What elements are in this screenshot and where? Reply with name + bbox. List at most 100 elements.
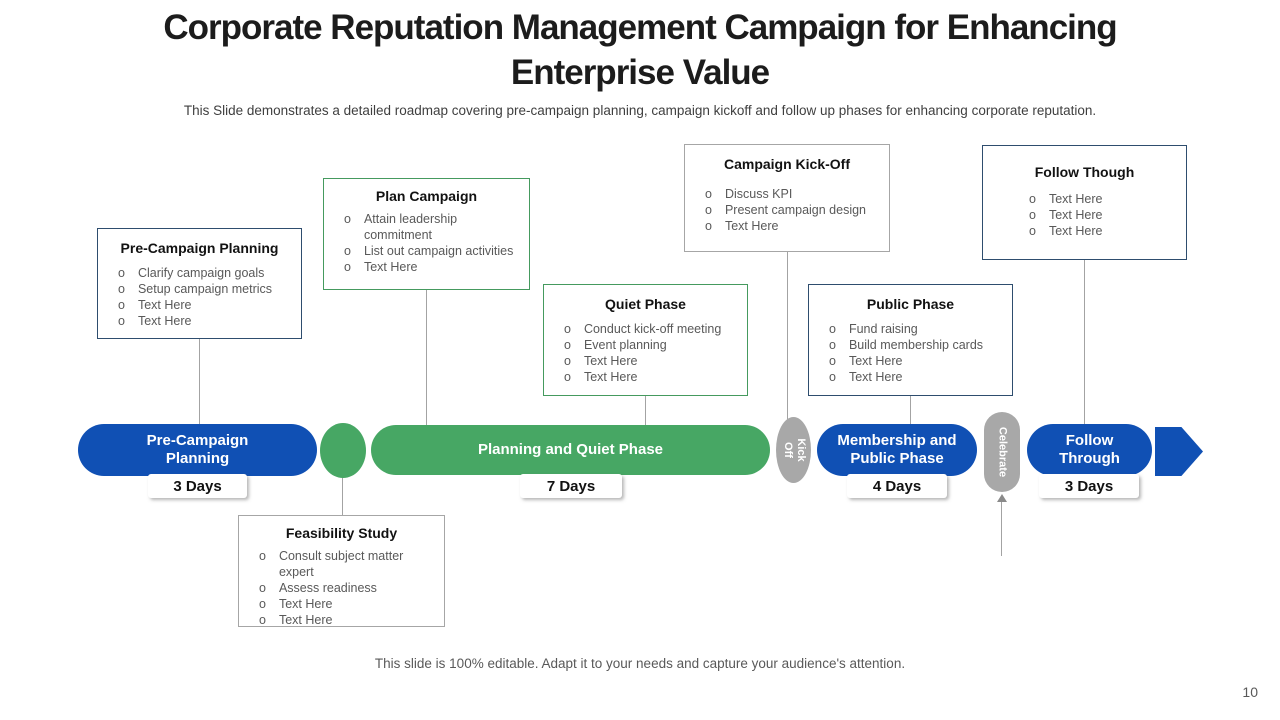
bullet-marker: o	[259, 597, 266, 611]
bullet-marker: o	[344, 244, 351, 258]
timeline-end-arrow-icon	[1155, 427, 1203, 476]
connector-line	[645, 396, 646, 426]
duration-label: 3 Days	[1039, 474, 1139, 498]
slide-subtitle: This Slide demonstrates a detailed roadm…	[183, 103, 1097, 118]
box-title: Public Phase	[866, 296, 955, 312]
connector-line	[426, 290, 427, 426]
box-title: Follow Though	[1034, 164, 1135, 180]
bullet-marker: o	[259, 549, 266, 563]
timeline-connector-oval	[320, 423, 366, 478]
bullet-marker: o	[1029, 192, 1036, 206]
box-title: Campaign Kick-Off	[723, 156, 850, 172]
bullet-marker: o	[564, 354, 571, 368]
bullet-marker: o	[118, 298, 125, 312]
timeline-segment-label: Planning and Quiet Phase	[477, 441, 664, 458]
bullet-marker: o	[705, 203, 712, 217]
bullet-marker: o	[118, 314, 125, 328]
bullet-marker: o	[829, 338, 836, 352]
timeline-segment-label: Membership and Public Phase	[837, 432, 957, 467]
milestone-label: Kick Off	[781, 438, 807, 462]
connector-line	[1084, 260, 1085, 428]
connector-line	[787, 252, 788, 422]
milestone-kick-off: Kick Off	[776, 417, 811, 483]
bullet-marker: o	[1029, 208, 1036, 222]
duration-label: 4 Days	[847, 474, 947, 498]
bullet-marker: o	[118, 266, 125, 280]
bullet-marker: o	[118, 282, 125, 296]
bullet-marker: o	[344, 212, 351, 226]
bullet-marker: o	[829, 354, 836, 368]
bullet-marker: o	[564, 322, 571, 336]
connector-line	[910, 396, 911, 426]
duration-label: 3 Days	[148, 474, 247, 498]
bullet-marker: o	[259, 613, 266, 627]
bullet-marker: o	[705, 219, 712, 233]
box-title: Plan Campaign	[375, 188, 478, 204]
celebrate-arrow-line	[1001, 500, 1002, 556]
bullet-marker: o	[829, 370, 836, 384]
timeline-segment-label: Pre-Campaign Planning	[146, 432, 249, 467]
connector-line	[342, 477, 343, 516]
bullet-marker: o	[1029, 224, 1036, 238]
connector-line	[199, 339, 200, 425]
bullet-marker: o	[564, 370, 571, 384]
milestone-celebrate: Celebrate	[984, 412, 1020, 492]
box-title: Pre-Campaign Planning	[120, 240, 279, 256]
slide-title: Corporate Reputation Management Campaign…	[163, 8, 1117, 92]
footer-note: This slide is 100% editable. Adapt it to…	[374, 656, 906, 671]
bullet-marker: o	[344, 260, 351, 274]
timeline-segment-label: Follow Through	[1059, 432, 1120, 467]
celebrate-arrow-head	[997, 494, 1007, 502]
bullet-marker: o	[705, 187, 712, 201]
box-title: Feasibility Study	[285, 525, 398, 541]
timeline-segment-membership-and-public-phase: Membership and Public Phase	[817, 424, 977, 476]
timeline-segment-follow-through: Follow Through	[1027, 424, 1152, 476]
bullet-marker: o	[829, 322, 836, 336]
milestone-label: Celebrate	[996, 426, 1009, 478]
page-number: 10	[1242, 684, 1258, 700]
bullet-marker: o	[564, 338, 571, 352]
timeline-segment-planning-and-quiet-phase: Planning and Quiet Phase	[371, 425, 770, 475]
box-title: Quiet Phase	[605, 296, 686, 312]
bullet-marker: o	[259, 581, 266, 595]
